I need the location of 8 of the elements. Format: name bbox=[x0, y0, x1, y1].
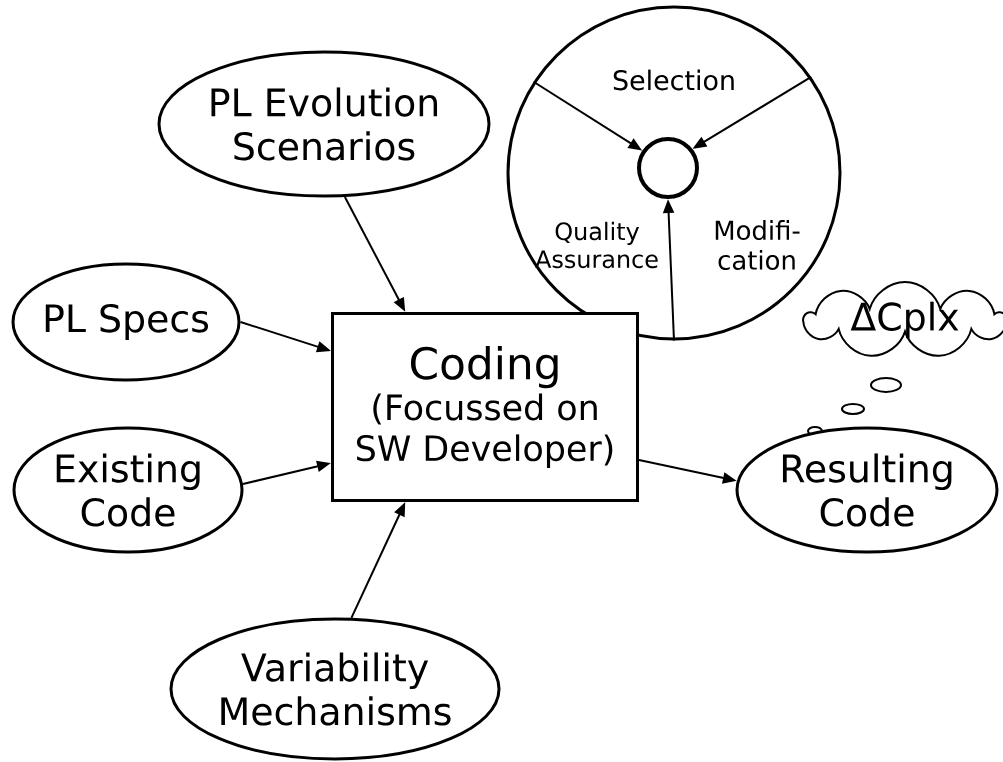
sector-label: Selection bbox=[613, 69, 734, 91]
sector-label: Modifi- cation bbox=[715, 220, 800, 270]
wheel-circle bbox=[506, 5, 842, 341]
process-box: Coding (Focussed on SW Developer) bbox=[331, 312, 639, 502]
thought-cloud: ΔCplx bbox=[802, 281, 1003, 357]
node-label: Resulting Code bbox=[782, 453, 952, 527]
sector-label: Quality Assurance bbox=[535, 221, 658, 269]
cycle-circle bbox=[637, 137, 699, 199]
